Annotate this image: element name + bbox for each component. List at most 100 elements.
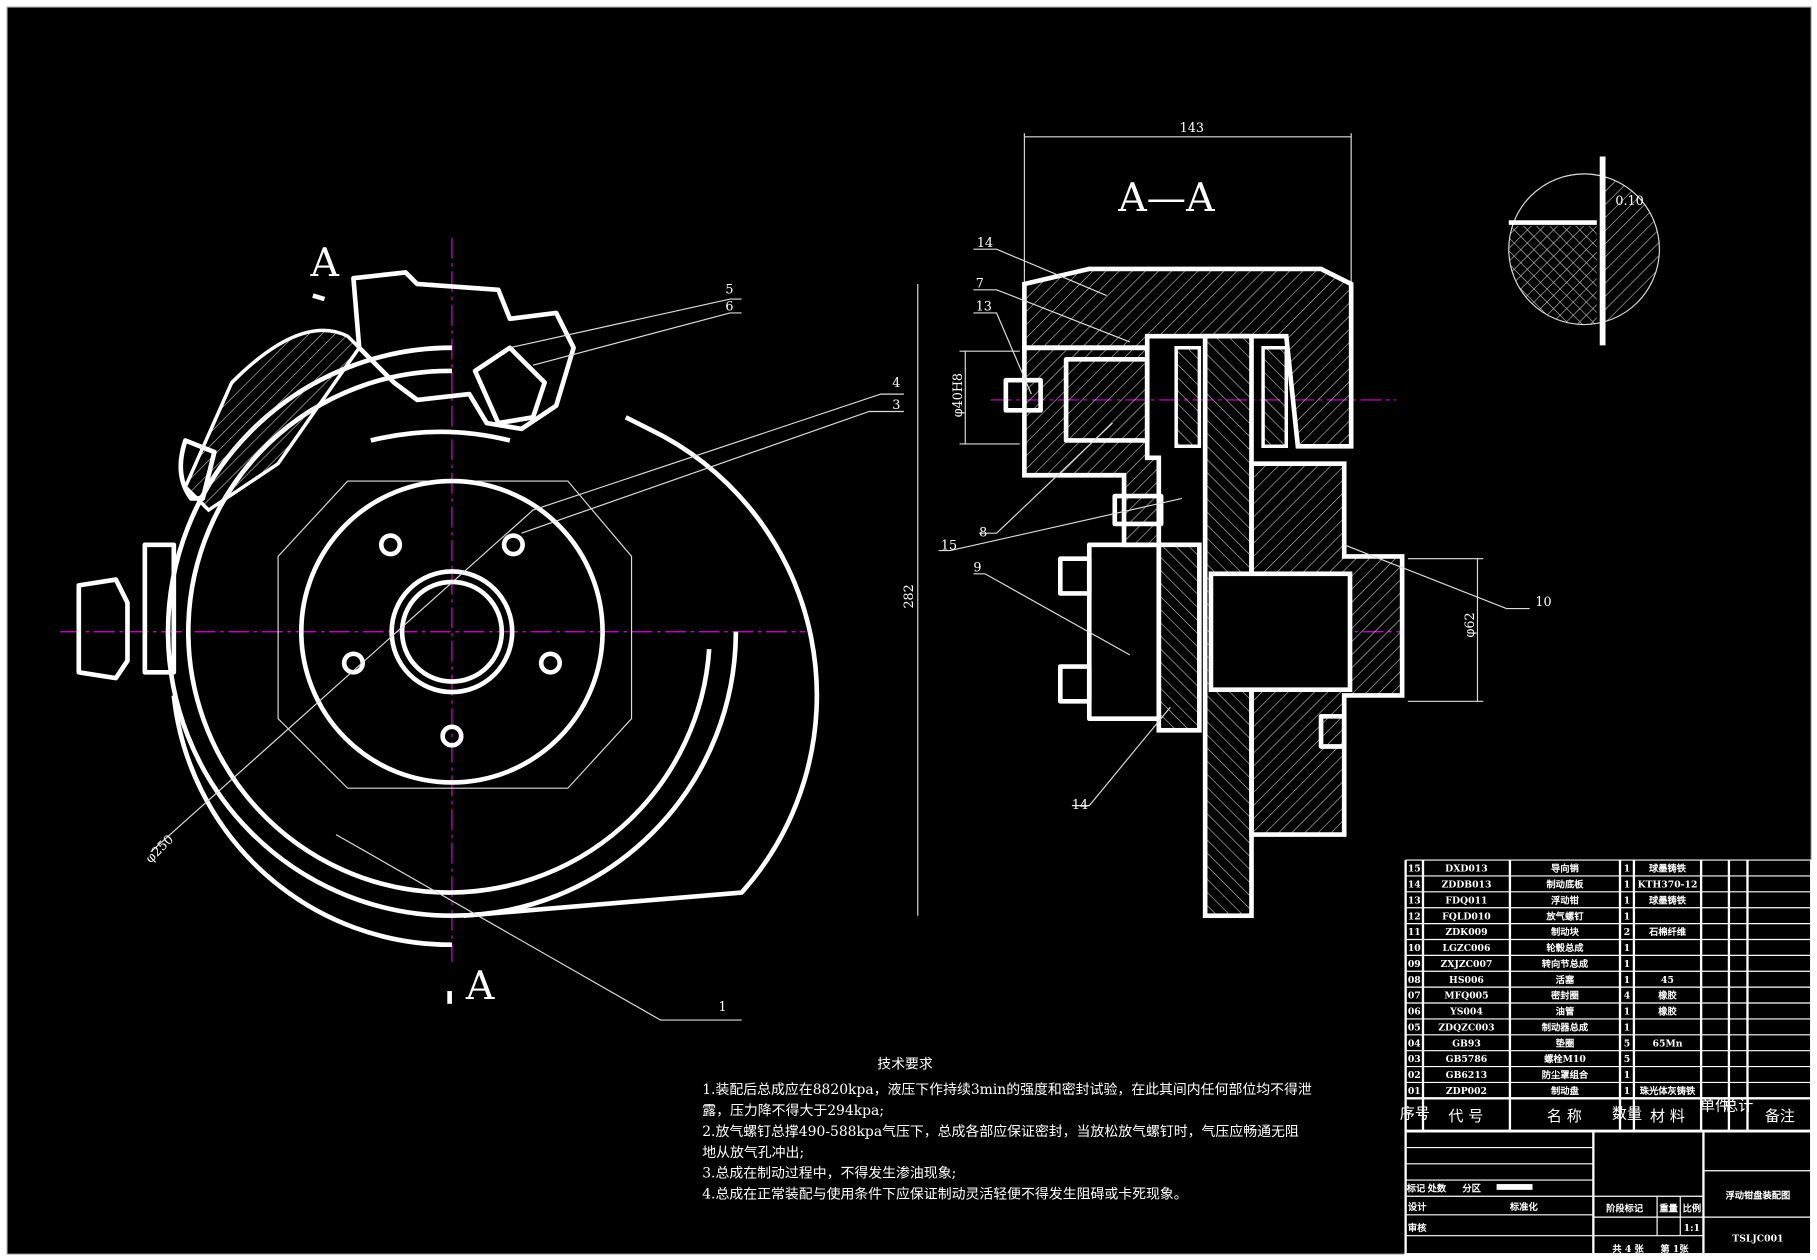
tb-drawing-no: TSLJC001	[1732, 1233, 1783, 1244]
callout-14: 14	[1072, 798, 1088, 813]
tb-standard: 标准化	[1509, 1201, 1539, 1213]
cell-seq: 12	[1408, 911, 1421, 922]
cell-seq: 01	[1408, 1086, 1421, 1097]
cell-material: 橡胶	[1658, 1006, 1677, 1018]
cell-qty: 1	[1624, 975, 1630, 986]
cell-code: GB93	[1452, 1038, 1481, 1049]
cell-material: 球墨铸铁	[1649, 894, 1687, 906]
cell-code: ZDQZC003	[1438, 1022, 1494, 1033]
cell-name: 轮毂总成	[1546, 942, 1584, 954]
table-row: 08 HS006 活塞 1 45	[1408, 974, 1674, 986]
tb-design: 设计	[1408, 1201, 1427, 1213]
cell-code: ZDP002	[1446, 1086, 1487, 1097]
cell-seq: 08	[1408, 975, 1421, 986]
cell-material: 珠光体灰铸铁	[1640, 1085, 1696, 1097]
cell-seq: 10	[1408, 943, 1421, 954]
cell-code: ZDK009	[1445, 927, 1487, 938]
header-note: 备注	[1765, 1107, 1795, 1125]
tb-weight: 重量	[1659, 1202, 1678, 1214]
req-line: 3.总成在制动过程中，不得发生渗油现象;	[702, 1165, 956, 1182]
cell-qty: 5	[1624, 1054, 1630, 1065]
header-qty: 数量	[1612, 1105, 1642, 1123]
callout-5: 5	[725, 282, 733, 297]
cell-code: HS006	[1449, 975, 1484, 986]
cell-seq: 05	[1408, 1022, 1421, 1033]
dim-height: 282	[902, 584, 917, 608]
cell-material: 球墨铸铁	[1649, 863, 1687, 875]
tb-count: 处数	[1427, 1183, 1447, 1195]
section-title: A—A	[1117, 175, 1215, 221]
cell-seq: 04	[1408, 1038, 1421, 1049]
cell-qty: 1	[1624, 864, 1630, 875]
table-row: 05 ZDQZC003 制动器总成 1	[1408, 1021, 1630, 1033]
cell-seq: 15	[1408, 864, 1421, 875]
cell-material: 65Mn	[1653, 1038, 1683, 1049]
cell-code: FDQ011	[1445, 895, 1487, 906]
header-unit: 单件	[1700, 1096, 1730, 1114]
table-row: 12 FQLD010 放气螺钉 1	[1408, 910, 1630, 922]
header-code: 代 号	[1448, 1107, 1483, 1125]
req-line: 地从放气孔冲出;	[702, 1145, 804, 1161]
cell-seq: 14	[1408, 880, 1421, 891]
cell-code: FQLD010	[1442, 911, 1491, 922]
cell-code: MFQ005	[1444, 991, 1488, 1002]
callout-13: 14	[977, 236, 993, 251]
cell-code: GB6213	[1446, 1070, 1488, 1081]
tech-requirements-title: 技术要求	[877, 1057, 933, 1073]
title-block	[1404, 1130, 1813, 1256]
cell-name: 垫圈	[1556, 1037, 1575, 1049]
header-seq: 序号	[1400, 1105, 1430, 1123]
cell-name: 浮动钳	[1551, 894, 1580, 906]
dim-clearance: 0.10	[1615, 194, 1643, 209]
callout-10: 10	[1535, 595, 1551, 610]
cell-material: 石棉纤维	[1648, 926, 1687, 938]
cell-code: GB5786	[1446, 1054, 1488, 1065]
header-material: 材 料	[1650, 1107, 1685, 1125]
cell-seq: 07	[1408, 991, 1421, 1002]
cell-name: 制动器总成	[1542, 1021, 1589, 1033]
cell-seq: 13	[1408, 895, 1421, 906]
callout-7: 7	[976, 276, 984, 291]
front-view: A A 1 3 4 5 6 φ250	[60, 237, 904, 1021]
tb-review: 审核	[1408, 1222, 1427, 1234]
callout-3: 3	[892, 398, 900, 413]
header-total: 总计	[1723, 1096, 1753, 1114]
cell-code: YS004	[1449, 1007, 1483, 1018]
cell-name: 放气螺钉	[1545, 910, 1584, 922]
cell-name: 活塞	[1556, 974, 1575, 986]
cell-qty: 1	[1624, 911, 1630, 922]
req-line: 2.放气螺钉总撑490-588kpa气压下，总成各部应保证密封，当放松放气螺钉时…	[702, 1123, 1299, 1140]
cell-code: ZDDB013	[1441, 880, 1491, 891]
cell-qty: 1	[1624, 1022, 1630, 1033]
cell-qty: 2	[1624, 927, 1630, 938]
cell-code: ZXJZC007	[1441, 959, 1493, 970]
section-view: A—A 143 282 φ40H8 φ62	[902, 121, 1552, 919]
callout-8: 8	[979, 526, 987, 541]
cell-material: 45	[1661, 975, 1674, 986]
tb-scale: 1:1	[1684, 1223, 1700, 1234]
bolt-holes	[341, 533, 563, 748]
cell-qty: 1	[1624, 1007, 1630, 1018]
cell-seq: 11	[1408, 927, 1421, 938]
tb-zone: 分区	[1462, 1183, 1481, 1195]
tb-drawing-title: 浮动钳盘装配图	[1725, 1190, 1790, 1202]
req-line: 露，压力降不得大于294kpa;	[702, 1102, 884, 1119]
cell-name: 导向销	[1551, 863, 1580, 875]
cell-qty: 5	[1624, 1038, 1630, 1049]
dim-width: 143	[1180, 121, 1204, 136]
cell-name: 制动底板	[1546, 879, 1584, 891]
callout-4: 4	[892, 376, 900, 391]
callout-15: 15	[941, 538, 957, 553]
req-line: 1.装配后总成应在8820kpa，液压下作持续3min的强度和密封试验，在此其间…	[702, 1081, 1312, 1098]
